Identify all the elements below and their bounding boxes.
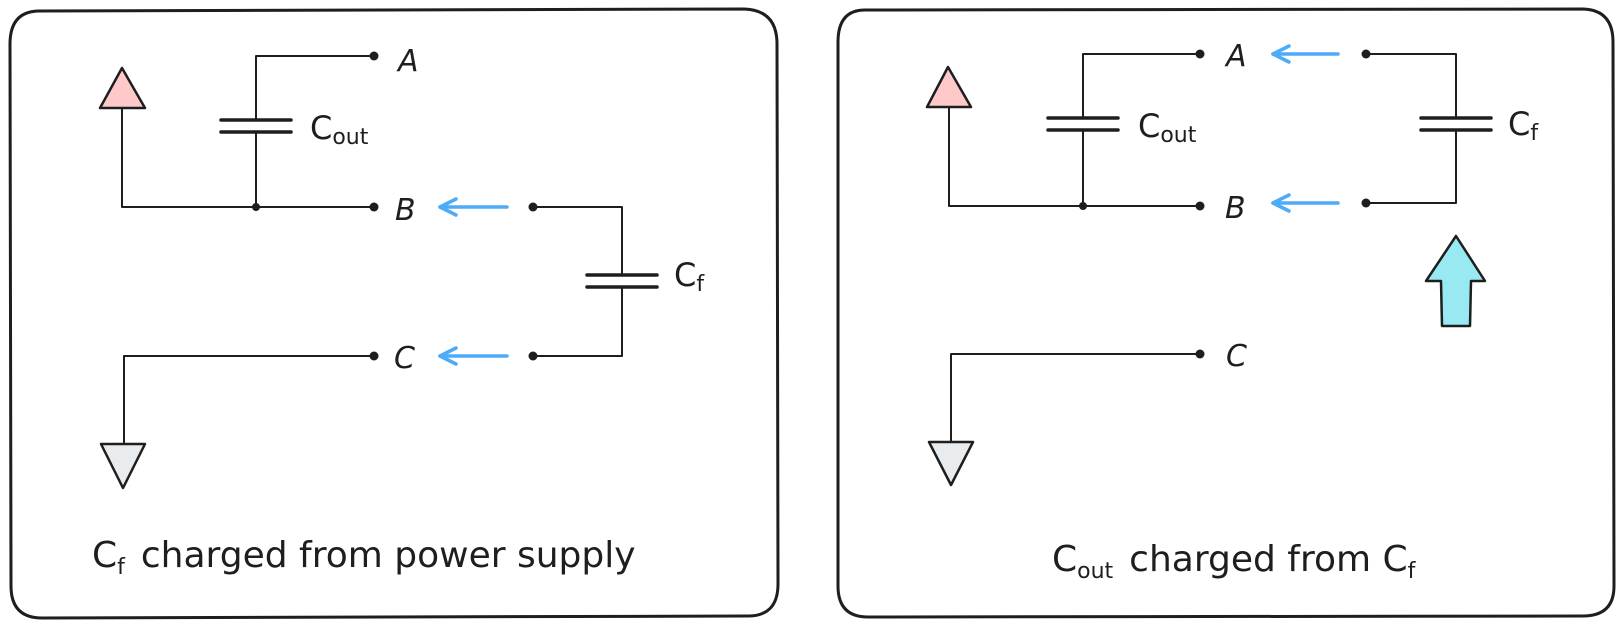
node-label-b: B: [1225, 191, 1246, 226]
wire-supply-to-b: [121, 107, 375, 208]
wire-cout-top: [1082, 53, 1201, 119]
panel-left-frame: [8, 7, 780, 620]
cf-label: Cf: [674, 256, 705, 297]
up-arrow-icon: [1424, 234, 1487, 328]
wire-cf-top: [1365, 53, 1457, 119]
left-arrow-icon: [1271, 44, 1340, 64]
terminal-dot-c: [1195, 349, 1205, 359]
cout-label: Cout: [310, 109, 369, 150]
node-label-c: C: [394, 341, 415, 376]
wire-cf-bottom: [1365, 129, 1457, 204]
cf-terminal-dot-top: [528, 202, 538, 212]
supply-triangle-icon: [925, 65, 973, 109]
supply-triangle-icon: [98, 66, 147, 110]
cout-label: Cout: [1138, 107, 1197, 148]
wire-cout-top: [255, 55, 375, 121]
node-label-a: A: [396, 44, 419, 79]
ground-triangle-icon: [99, 442, 147, 490]
terminal-dot-a: [1195, 49, 1205, 59]
terminal-dot-a: [369, 51, 379, 61]
terminal-dot-b: [1195, 201, 1205, 211]
wire-ground-to-c: [950, 353, 1201, 443]
left-arrow-icon: [438, 346, 509, 366]
junction-dot: [252, 203, 260, 211]
cf-terminal-dot-bottom: [528, 351, 538, 361]
left-arrow-icon: [438, 197, 509, 217]
wire-cf-top: [532, 206, 623, 276]
wire-cf-bottom: [532, 286, 623, 357]
left-arrow-icon: [1271, 193, 1340, 213]
node-label-a: A: [1224, 39, 1247, 74]
wire-supply-to-b: [948, 106, 1201, 207]
wire-ground-to-c: [123, 355, 375, 445]
cf-terminal-dot-top: [1361, 49, 1371, 59]
cf-terminal-dot-bottom: [1361, 198, 1371, 208]
node-label-c: C: [1226, 339, 1247, 374]
node-label-b: B: [395, 193, 416, 228]
terminal-dot-c: [369, 351, 379, 361]
terminal-dot-b: [369, 202, 379, 212]
junction-dot: [1079, 202, 1087, 210]
cf-label: Cf: [1508, 105, 1539, 146]
ground-triangle-icon: [927, 440, 975, 487]
panel-right-frame: [836, 7, 1616, 619]
